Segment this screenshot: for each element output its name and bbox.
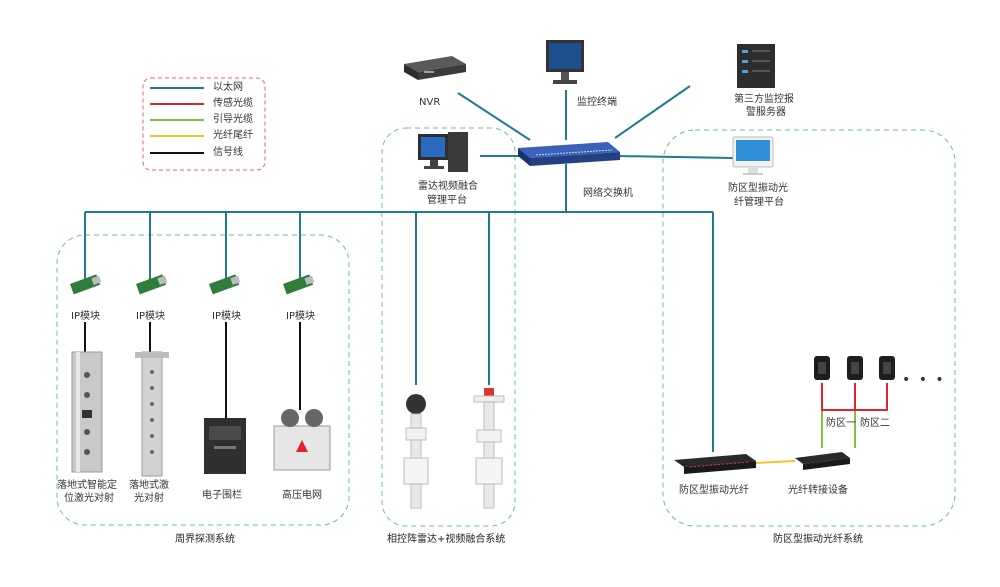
fiber-adapter-label: 光纤转接设备 bbox=[788, 485, 848, 496]
ip-module-2-label: IP模块 bbox=[136, 311, 165, 322]
perimeter-system-title: 周界探测系统 bbox=[175, 534, 235, 545]
network-switch-label: 网络交换机 bbox=[583, 188, 633, 199]
fiber-vibration-label: 防区型振动光纤 bbox=[679, 485, 749, 496]
third-party-server-icon bbox=[737, 44, 775, 88]
pigtail-link bbox=[754, 460, 796, 464]
laser-floor-pole-icon bbox=[135, 351, 169, 477]
laser-smart-pole-icon bbox=[71, 351, 103, 473]
ip-module-1-label: IP模块 bbox=[71, 311, 100, 322]
radar-system-box bbox=[381, 127, 516, 527]
radar-platform-label-1: 雷达视频融合 bbox=[418, 181, 478, 192]
fiber-sensor-1-icon bbox=[814, 356, 830, 380]
ellipsis-more: • • • bbox=[902, 372, 946, 388]
laser-smart-label-1: 落地式智能定 bbox=[57, 480, 117, 491]
laser-floor-label-2: 光对射 bbox=[134, 493, 164, 504]
zone-1-label: 防区一 bbox=[826, 418, 856, 429]
legend-label-signal: 信号线 bbox=[213, 147, 243, 158]
laser-smart-label-2: 位激光对射 bbox=[64, 493, 114, 504]
ip-module-2-icon bbox=[136, 274, 168, 295]
radar-platform-label-2: 管理平台 bbox=[427, 195, 467, 206]
fiber-platform-icon bbox=[732, 136, 774, 175]
radar-pole-icon bbox=[473, 388, 505, 509]
dome-camera-pole-icon bbox=[403, 394, 429, 509]
radar-platform-icon bbox=[418, 132, 468, 172]
electronic-fence-icon bbox=[204, 418, 246, 474]
fiber-adapter-icon bbox=[795, 452, 850, 470]
sensing-cable-links bbox=[821, 383, 888, 411]
ip-module-3-icon bbox=[209, 274, 241, 295]
legend-label-sensing-cable: 传感光缆 bbox=[213, 98, 253, 109]
nvr-icon bbox=[404, 56, 466, 80]
lead-cable-links bbox=[821, 383, 856, 448]
ip-module-4-label: IP模块 bbox=[286, 311, 315, 322]
monitor-terminal-label: 监控终端 bbox=[577, 97, 617, 108]
fiber-vibration-host-icon bbox=[674, 454, 756, 474]
network-switch-icon bbox=[518, 142, 620, 166]
ethernet-links bbox=[84, 85, 734, 452]
third-party-server-label-2: 警服务器 bbox=[746, 107, 786, 118]
ip-module-3-label: IP模块 bbox=[212, 311, 241, 322]
nvr-label: NVR bbox=[419, 97, 441, 108]
laser-floor-label-1: 落地式激 bbox=[129, 480, 169, 491]
high-voltage-grid-icon bbox=[273, 409, 331, 471]
legend-label-pigtail: 光纤尾纤 bbox=[213, 130, 253, 141]
radar-video-system-title: 相控阵雷达+视频融合系统 bbox=[387, 534, 506, 545]
legend-label-ethernet: 以太网 bbox=[213, 82, 243, 93]
zone-2-label: 防区二 bbox=[860, 418, 890, 429]
ip-module-1-icon bbox=[70, 274, 102, 295]
fiber-sensor-2-icon bbox=[847, 356, 863, 380]
fiber-system-title: 防区型振动光纤系统 bbox=[773, 534, 863, 545]
fiber-sensor-3-icon bbox=[879, 356, 895, 380]
fiber-platform-label-1: 防区型振动光 bbox=[728, 183, 788, 194]
signal-links bbox=[84, 322, 301, 418]
ip-module-4-icon bbox=[283, 274, 315, 295]
hv-grid-label: 高压电网 bbox=[282, 490, 322, 501]
legend-label-lead-cable: 引导光缆 bbox=[213, 114, 253, 125]
monitor-terminal-icon bbox=[546, 40, 584, 84]
fiber-platform-label-2: 纤管理平台 bbox=[734, 197, 784, 208]
third-party-server-label-1: 第三方监控报 bbox=[734, 94, 794, 105]
fiber-system-box bbox=[662, 129, 956, 527]
legend-box bbox=[142, 77, 266, 171]
perimeter-system-box bbox=[56, 234, 350, 526]
electronic-fence-label: 电子围栏 bbox=[202, 490, 242, 501]
